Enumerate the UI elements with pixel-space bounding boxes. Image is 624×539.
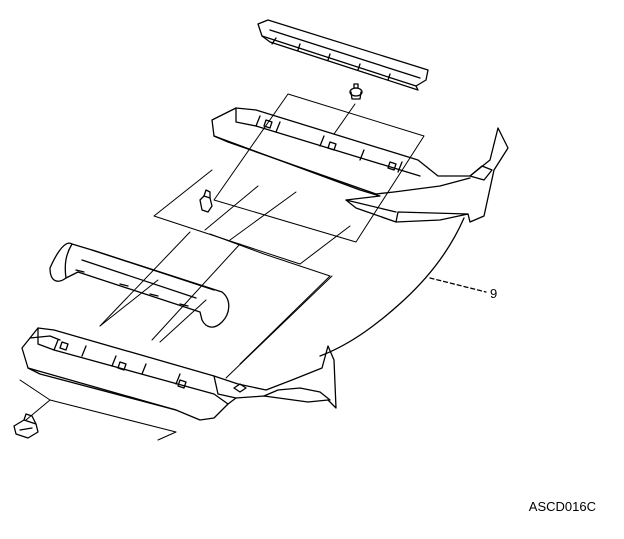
middle-clip <box>199 189 213 213</box>
reference-code: ASCD016C <box>528 499 596 514</box>
lower-molding-panel <box>21 327 337 421</box>
upper-molding-panel <box>211 107 509 223</box>
bottom-clip <box>13 413 39 439</box>
callout-number: 9 <box>490 286 497 301</box>
middle-wavy-strip <box>49 242 230 328</box>
upper-guide-frame <box>153 93 425 265</box>
top-trim-strip <box>257 19 429 91</box>
lower-guide-lines <box>19 379 177 441</box>
seal-line-part-9 <box>319 217 487 357</box>
middle-guide-lines <box>99 231 333 379</box>
upper-clip <box>349 83 363 100</box>
